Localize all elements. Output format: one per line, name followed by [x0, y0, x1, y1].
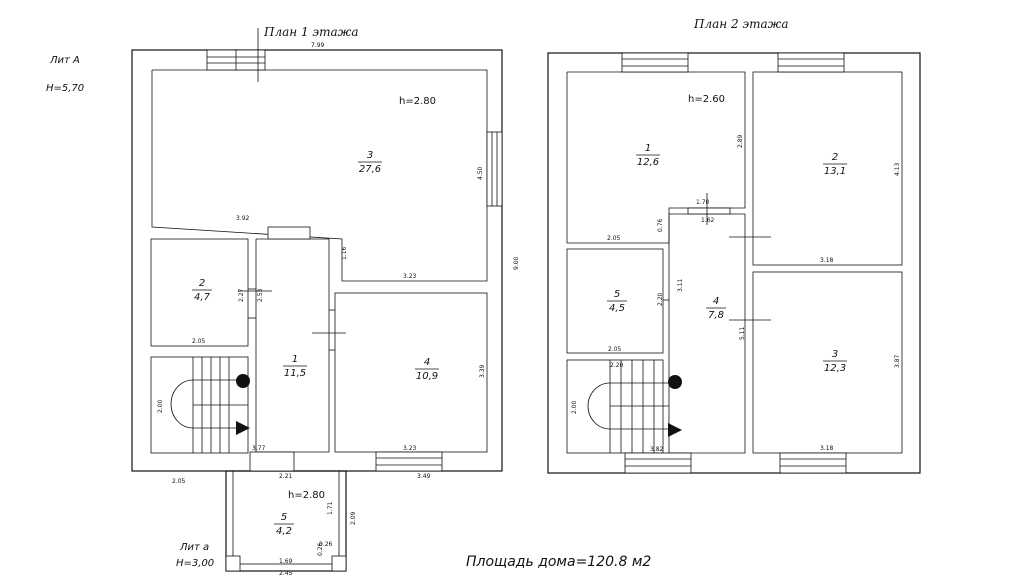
f1-window-right: [486, 131, 503, 207]
f1-room-4-area: 10,9: [416, 371, 438, 382]
f1-dim-porch-bottom-inner: 1.69: [279, 558, 293, 565]
f1-door-porch: [249, 451, 295, 472]
f1-room-1-area: 11,5: [284, 368, 306, 379]
f2-room-1-area: 12,6: [637, 157, 659, 168]
f1-dim-corridor: 2.53: [257, 288, 264, 302]
lit-a-small-height: H=3,00: [176, 558, 214, 569]
f1-door-room3: [267, 226, 311, 240]
f2-window-room1: [621, 52, 689, 73]
f1-dim-overall-height: 9.00: [513, 256, 520, 270]
f2-height-main: h=2.60: [688, 94, 725, 105]
f2-room-1-outline: [566, 71, 746, 244]
f2-dim-stair-left: 2.00: [571, 400, 578, 414]
f1-dim-porch-026b: 0.26: [317, 542, 324, 556]
f2-window-room2: [777, 52, 845, 73]
f1-room-3-area: 27,6: [359, 164, 381, 175]
f1-room-4-outline: [334, 292, 488, 453]
f2-dim-room1-076: 0.76: [657, 218, 664, 232]
f1-room-5-area: 4,2: [276, 526, 292, 537]
f2-room-5-num: 5: [614, 289, 620, 300]
f1-dim-room3-right: 4.50: [477, 166, 484, 180]
f2-door-room1: [687, 207, 731, 215]
f2-room-3-num: 3: [832, 349, 838, 360]
f1-stairs: [170, 357, 248, 453]
floor1-outer-wall: [131, 49, 503, 472]
f2-stair-area: [566, 359, 664, 454]
f1-dim-top-width: 7.99: [311, 42, 325, 49]
f1-dim-room4-right: 3.39: [479, 364, 486, 378]
f1-dim-room4-bottom: 3.23: [403, 445, 417, 452]
f2-dim-room1-bottom: 2.05: [607, 235, 621, 242]
floor1-plan: 3 27,6 2 4,7 1 11,5 4 10,9 5 4,2 h=2.80 …: [131, 28, 520, 577]
f2-dim-room3-right: 3.87: [894, 354, 901, 368]
f1-dim-room2-bottom: 2.05: [192, 338, 206, 345]
floor2-title: План 2 этажа: [693, 17, 788, 31]
f1-room-1-num: 1: [292, 354, 298, 365]
f1-room-2-outline: [150, 238, 249, 347]
f1-dim-stair-left: 2.00: [157, 399, 164, 413]
f2-stair-riser-marker: [668, 375, 682, 389]
floor1-title: План 1 этажа: [263, 25, 358, 39]
f2-dim-corridor-311: 3.11: [677, 278, 684, 292]
f1-room-3-outline: [151, 69, 488, 282]
f2-room-5-outline: [566, 248, 664, 354]
f1-dim-room2-right: 2.27: [238, 288, 245, 302]
f1-dim-outer-bottom-right: 3.49: [417, 473, 431, 480]
f2-dim-room2-bottom: 3.18: [820, 257, 834, 264]
f2-dim-door-162: 1.62: [701, 217, 715, 224]
f1-dim-porch-026a: 0.26: [319, 541, 333, 548]
f2-room-3-area: 12,3: [824, 363, 846, 374]
f2-room-4-area: 7,8: [708, 310, 724, 321]
f2-dim-room3-bottom: 3.18: [820, 445, 834, 452]
f1-dim-corridor-bottom: 3.77: [252, 445, 266, 452]
f1-dim-porch-width: 2.21: [279, 473, 293, 480]
f1-room-4-num: 4: [424, 357, 430, 368]
floor2-outer-wall: [547, 52, 921, 474]
f2-stairs: [587, 360, 669, 453]
f1-room-3-num: 3: [367, 150, 373, 161]
f1-dim-porch-inner-right: 1.71: [327, 501, 334, 515]
f2-window-stair: [624, 452, 692, 474]
lit-a-small-label: Лит а: [179, 542, 209, 553]
f2-room-1-num: 1: [645, 143, 651, 154]
f2-dim-stair-top: 2.20: [610, 362, 624, 369]
f1-stair-arrow-icon: [236, 421, 250, 435]
f2-dim-room1-right: 2.89: [737, 134, 744, 148]
f2-room-4-outline: [668, 213, 746, 454]
f1-room-1-outline: [255, 238, 330, 453]
f1-height-main: h=2.80: [399, 96, 436, 107]
f1-dim-porch-outer-right: 2.09: [350, 511, 357, 525]
f2-dim-room2-right: 4.13: [894, 162, 901, 176]
f2-room-2-area: 13,1: [824, 166, 846, 177]
f2-dim-corridor-511: 5.11: [739, 326, 746, 340]
f1-dim-room3-bottom-right: 3.23: [403, 273, 417, 280]
f2-dim-room5-bottom: 2.05: [608, 346, 622, 353]
lit-a-main-height: H=5,70: [46, 83, 84, 94]
f1-height-porch: h=2.80: [288, 490, 325, 501]
f2-room-5-area: 4,5: [609, 303, 625, 314]
f1-window-bottom: [375, 451, 443, 472]
f2-dim-room5-left: 2.20: [657, 292, 664, 306]
f1-dim-porch-bottom-outer: 2.45: [279, 570, 293, 577]
f2-room-4-num: 4: [713, 296, 719, 307]
f1-room-2-num: 2: [199, 278, 205, 289]
f1-dim-step: 1.16: [341, 246, 348, 260]
f2-stair-arrow-icon: [668, 423, 682, 437]
f1-room-5-num: 5: [281, 512, 287, 523]
f2-room-2-num: 2: [832, 152, 838, 163]
f1-dim-room3-bottom-left: 3.92: [236, 215, 250, 222]
f2-dim-corridor-bottom: 3.82: [650, 446, 664, 453]
f1-room-2-area: 4,7: [194, 292, 211, 303]
f1-dim-outer-bottom-left: 2.05: [172, 478, 186, 485]
f1-stair-riser-marker: [236, 374, 250, 388]
f2-dim-door-170: 1.70: [696, 199, 710, 206]
lit-a-main-label: Лит А: [49, 55, 80, 66]
f2-window-room3: [779, 452, 847, 474]
floor2-plan: 1 12,6 2 13,1 5 4,5 4 7,8 3 12,3 h=2.60 …: [547, 52, 921, 474]
house-total-area: Площадь дома=120.8 м2: [466, 554, 651, 570]
